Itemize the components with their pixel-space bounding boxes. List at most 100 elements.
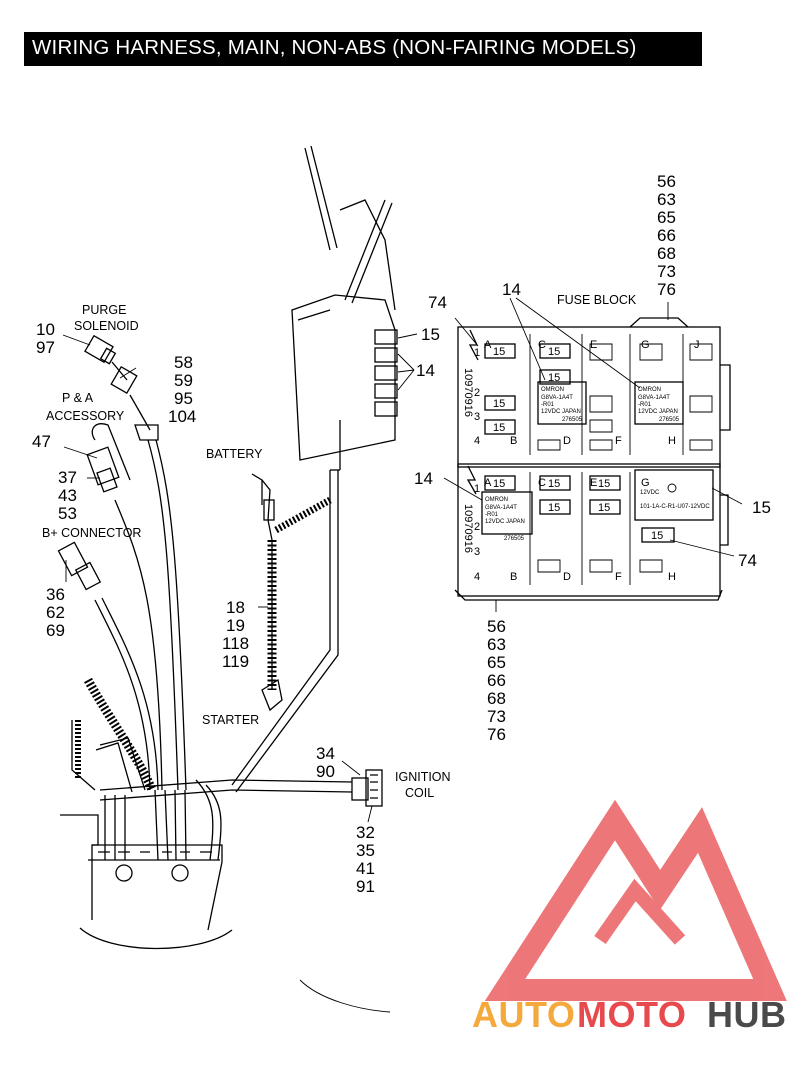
label-coil: COIL	[405, 786, 434, 800]
svg-text:15: 15	[752, 498, 771, 517]
svg-text:32: 32	[356, 823, 375, 842]
label-starter: STARTER	[202, 713, 259, 727]
fuse-labels: 15 15 15 15 15 15 15 15 15 15 15	[493, 346, 663, 542]
svg-text:B: B	[510, 435, 517, 447]
svg-text:15: 15	[548, 346, 560, 358]
svg-text:-R01: -R01	[638, 402, 652, 408]
label-fuse-block: FUSE BLOCK	[557, 293, 637, 307]
label-battery: BATTERY	[206, 447, 263, 461]
svg-text:JAPAN: JAPAN	[562, 409, 581, 415]
row-numbers: 1 2 3 4 1 2 3 4	[474, 347, 480, 583]
svg-text:53: 53	[58, 504, 77, 523]
svg-text:76: 76	[657, 280, 676, 299]
svg-text:15: 15	[493, 398, 505, 410]
svg-text:12VDC: 12VDC	[638, 409, 658, 415]
svg-text:15: 15	[421, 325, 440, 344]
svg-text:18: 18	[226, 598, 245, 617]
b-plus-connector	[57, 541, 102, 591]
svg-text:56: 56	[657, 172, 676, 191]
svg-text:JAPAN: JAPAN	[659, 409, 678, 415]
svg-text:OMRON: OMRON	[541, 387, 564, 393]
svg-text:69: 69	[46, 621, 65, 640]
leader-lines	[62, 333, 418, 823]
svg-text:68: 68	[487, 689, 506, 708]
svg-text:H: H	[668, 571, 676, 583]
svg-text:15: 15	[598, 502, 610, 514]
svg-text:F: F	[615, 571, 622, 583]
svg-text:63: 63	[487, 635, 506, 654]
watermark-mark	[484, 799, 787, 1001]
component-labels: PURGE SOLENOID P & A ACCESSORY B+ CONNEC…	[42, 293, 637, 800]
svg-text:12VDC: 12VDC	[640, 490, 660, 496]
svg-text:A: A	[484, 339, 492, 351]
pa-accessory-connector	[86, 423, 131, 493]
label-b-plus-connector: B+ CONNECTOR	[42, 526, 141, 540]
svg-text:G8VA-1A4T: G8VA-1A4T	[485, 505, 517, 511]
svg-text:73: 73	[657, 262, 676, 281]
relay-labels: OMRON G8VA-1A4T -R01 12VDC JAPAN 276505 …	[485, 387, 710, 542]
svg-text:43: 43	[58, 486, 77, 505]
svg-text:OMRON: OMRON	[485, 497, 508, 503]
svg-text:15: 15	[548, 478, 560, 490]
svg-text:15: 15	[651, 530, 663, 542]
svg-text:15: 15	[493, 346, 505, 358]
watermark-moto: MOTO	[577, 994, 686, 1035]
svg-text:B: B	[510, 571, 517, 583]
purge-solenoid-connector	[84, 334, 138, 395]
label-purge: PURGE	[82, 303, 126, 317]
svg-text:276505: 276505	[504, 536, 525, 542]
svg-text:12VDC: 12VDC	[541, 409, 561, 415]
svg-text:47: 47	[32, 432, 51, 451]
svg-text:12VDC: 12VDC	[485, 519, 505, 525]
svg-text:A: A	[484, 477, 492, 489]
svg-text:G8VA-1A4T: G8VA-1A4T	[541, 395, 573, 401]
svg-text:58: 58	[174, 353, 193, 372]
svg-text:D: D	[563, 571, 571, 583]
svg-text:E: E	[590, 477, 597, 489]
svg-text:OMRON: OMRON	[638, 387, 661, 393]
svg-text:15: 15	[493, 422, 505, 434]
svg-text:68: 68	[657, 244, 676, 263]
svg-text:4: 4	[474, 571, 480, 583]
svg-text:37: 37	[58, 468, 77, 487]
svg-text:76: 76	[487, 725, 506, 744]
svg-text:1: 1	[474, 347, 480, 359]
svg-text:56: 56	[487, 617, 506, 636]
svg-text:95: 95	[174, 389, 193, 408]
svg-text:D: D	[563, 435, 571, 447]
svg-text:59: 59	[174, 371, 193, 390]
column-letters-top: A B C D E F G H J	[484, 339, 700, 447]
svg-text:10: 10	[36, 320, 55, 339]
svg-text:4: 4	[474, 435, 480, 447]
svg-text:101-1A-C-R1-U07-12VDC: 101-1A-C-R1-U07-12VDC	[640, 504, 710, 510]
page-title: WIRING HARNESS, MAIN, NON-ABS (NON-FAIRI…	[32, 36, 637, 59]
svg-text:74: 74	[738, 551, 757, 570]
watermark-text: AUTO MOTO HUB	[472, 994, 787, 1035]
svg-text:2: 2	[474, 387, 480, 399]
callout-numbers: 10 97 58 59 95 104 47 37 43 53 36 62 69 …	[32, 172, 771, 896]
svg-text:104: 104	[168, 407, 196, 426]
svg-text:15: 15	[548, 502, 560, 514]
svg-text:65: 65	[487, 653, 506, 672]
svg-text:1: 1	[474, 483, 480, 495]
svg-text:G: G	[641, 477, 650, 489]
svg-text:118: 118	[222, 634, 249, 653]
svg-text:C: C	[538, 339, 546, 351]
svg-text:14: 14	[502, 280, 521, 299]
svg-text:66: 66	[657, 226, 676, 245]
svg-text:3: 3	[474, 411, 480, 423]
svg-text:97: 97	[36, 338, 55, 357]
ignition-coil-connector	[351, 769, 383, 807]
watermark-hub: HUB	[707, 994, 787, 1035]
svg-text:H: H	[668, 435, 676, 447]
svg-text:14: 14	[416, 361, 435, 380]
part-number-bottom: 10970916	[462, 504, 474, 553]
svg-text:62: 62	[46, 603, 65, 622]
frame-outline	[60, 814, 391, 1013]
svg-text:74: 74	[428, 293, 447, 312]
svg-text:G8VA-1A4T: G8VA-1A4T	[638, 395, 670, 401]
svg-text:J: J	[694, 339, 700, 351]
svg-text:JAPAN: JAPAN	[506, 519, 525, 525]
fuse-block	[443, 297, 743, 612]
